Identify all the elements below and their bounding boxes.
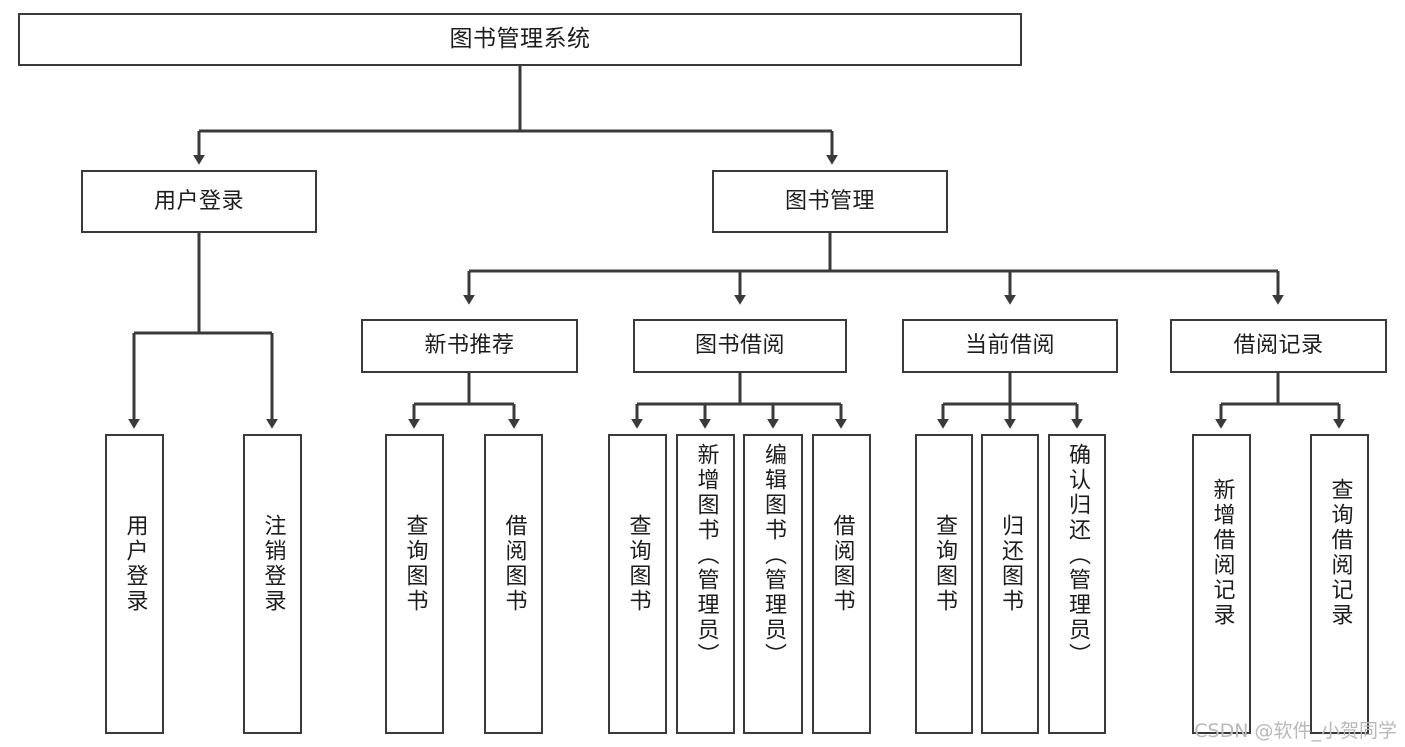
node-leaf-query-record[interactable]: 查询借阅记录: [1310, 434, 1369, 734]
node-leaf-return-book-label: 归还图书: [998, 514, 1023, 614]
node-user-login[interactable]: 用户登录: [81, 170, 317, 233]
node-borrow-record-label: 借阅记录: [1233, 333, 1324, 359]
node-leaf-edit-book[interactable]: 编辑图书（管理员）: [743, 434, 803, 734]
node-leaf-borrow-book-1[interactable]: 借阅图书: [484, 434, 543, 734]
node-leaf-user-login-label: 用户登录: [122, 514, 148, 614]
node-leaf-query-record-label: 查询借阅记录: [1327, 478, 1353, 628]
node-root[interactable]: 图书管理系统: [18, 13, 1022, 66]
node-book-manage-label: 图书管理: [784, 188, 875, 214]
node-leaf-borrow-book-2[interactable]: 借阅图书: [812, 434, 871, 734]
node-leaf-query-book-2[interactable]: 查询图书: [608, 434, 667, 734]
node-leaf-add-book[interactable]: 新增图书（管理员）: [676, 434, 735, 734]
node-leaf-user-logout[interactable]: 注销登录: [243, 434, 302, 734]
node-new-book-recommend-label: 新书推荐: [424, 333, 515, 359]
node-leaf-user-login[interactable]: 用户登录: [105, 434, 164, 734]
node-current-borrow-label: 当前借阅: [964, 333, 1055, 359]
node-leaf-user-logout-label: 注销登录: [260, 514, 286, 614]
node-leaf-query-book-1-label: 查询图书: [402, 514, 428, 614]
node-leaf-confirm-return[interactable]: 确认归还（管理员）: [1048, 434, 1106, 734]
node-leaf-add-book-label: 新增图书（管理员）: [693, 443, 719, 668]
node-root-label: 图书管理系统: [449, 25, 591, 52]
node-user-login-label: 用户登录: [153, 188, 244, 214]
node-leaf-borrow-book-1-label: 借阅图书: [501, 514, 527, 614]
node-leaf-query-book-2-label: 查询图书: [625, 514, 651, 614]
node-leaf-edit-book-label: 编辑图书（管理员）: [761, 443, 786, 668]
node-leaf-borrow-book-2-label: 借阅图书: [829, 514, 855, 614]
node-book-borrow-label: 图书借阅: [694, 333, 785, 359]
node-leaf-add-record[interactable]: 新增借阅记录: [1192, 434, 1251, 734]
node-leaf-query-book-1[interactable]: 查询图书: [385, 434, 444, 734]
watermark: CSDN @软件_小贺同学: [1194, 720, 1397, 742]
node-current-borrow[interactable]: 当前借阅: [902, 319, 1118, 373]
node-book-manage[interactable]: 图书管理: [712, 170, 948, 233]
node-leaf-query-book-3-label: 查询图书: [932, 514, 957, 614]
node-leaf-confirm-return-label: 确认归还（管理员）: [1065, 443, 1090, 668]
node-borrow-record[interactable]: 借阅记录: [1170, 319, 1387, 373]
node-new-book-recommend[interactable]: 新书推荐: [361, 319, 578, 373]
node-book-borrow[interactable]: 图书借阅: [633, 319, 847, 373]
node-leaf-add-record-label: 新增借阅记录: [1209, 478, 1235, 628]
node-leaf-query-book-3[interactable]: 查询图书: [915, 434, 973, 734]
node-leaf-return-book[interactable]: 归还图书: [981, 434, 1039, 734]
